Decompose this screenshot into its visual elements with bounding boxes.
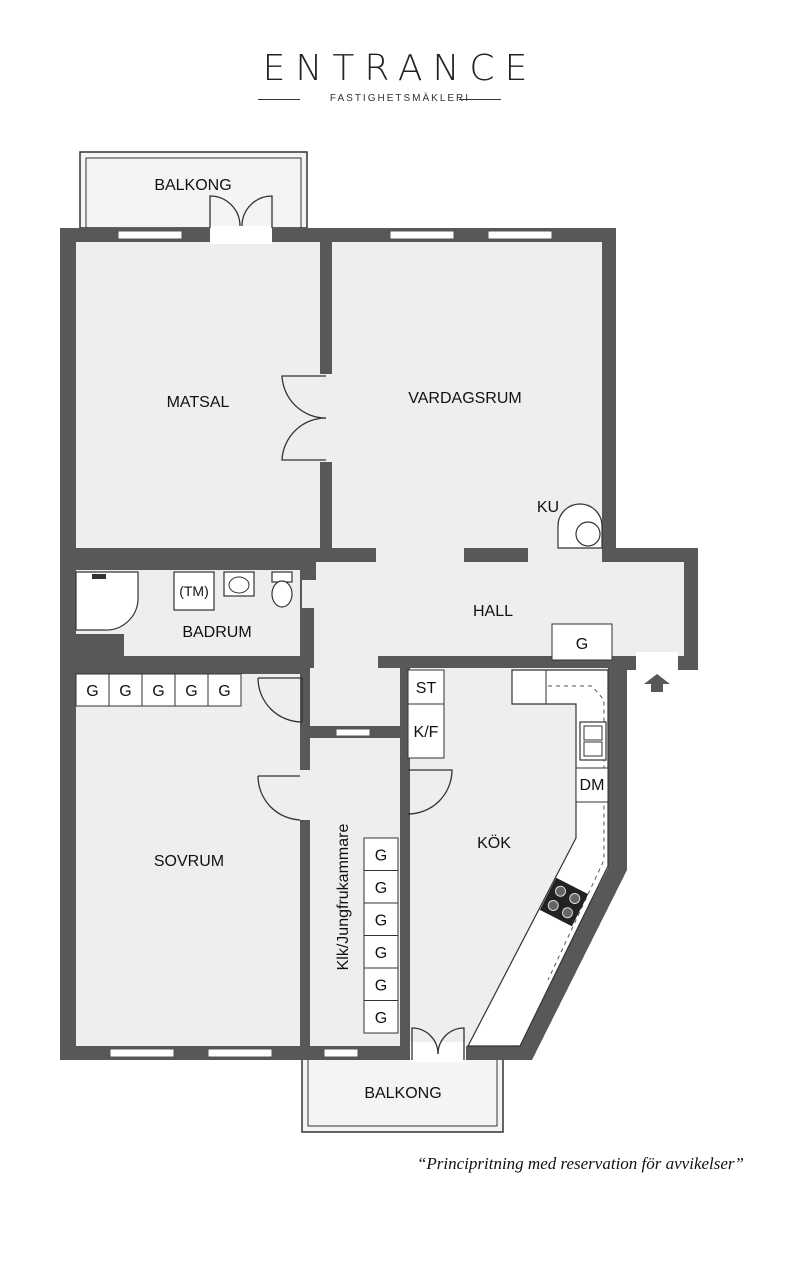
door-opening	[300, 770, 312, 820]
toilet-icon	[271, 571, 293, 608]
window	[323, 1048, 359, 1058]
closet-label: G	[86, 683, 98, 700]
label-badrum: BADRUM	[182, 624, 251, 641]
label-kf: K/F	[414, 724, 439, 741]
shower-icon	[75, 571, 139, 631]
entrance-opening	[636, 652, 678, 672]
label-balkong-bottom: BALKONG	[364, 1085, 441, 1102]
label-matsal: MATSAL	[167, 394, 230, 411]
closet	[363, 967, 399, 1001]
door-swing	[281, 417, 327, 461]
closet-label: G	[218, 683, 230, 700]
label-st: ST	[416, 680, 437, 697]
cabinet-st	[407, 669, 445, 705]
window	[117, 230, 183, 240]
door-swing	[407, 769, 453, 815]
closet	[108, 673, 143, 707]
disclaimer: “Principritning med reservation för avvi…	[416, 1154, 744, 1173]
closet-label: G	[119, 683, 131, 700]
label-kok: KÖK	[477, 834, 511, 852]
closet-label: G	[375, 880, 387, 897]
label-hall: HALL	[473, 603, 513, 620]
door-swing	[411, 1027, 439, 1060]
closet-label: G	[185, 683, 197, 700]
stove-icon	[539, 877, 589, 927]
label-vardagsrum: VARDAGSRUM	[408, 390, 522, 407]
room-sovrum	[76, 674, 300, 1046]
tiled-stove-icon	[557, 503, 603, 549]
closet-label: G	[375, 847, 387, 864]
closet-label: G	[375, 945, 387, 962]
window	[335, 728, 371, 737]
label-closet-hall: G	[576, 636, 588, 653]
closet	[363, 902, 399, 936]
door-swing	[281, 375, 327, 419]
room-matsal	[76, 242, 320, 548]
label-ku: KU	[537, 499, 559, 516]
closet	[363, 837, 399, 871]
window	[109, 1048, 175, 1058]
balcony-door-opening-top	[210, 226, 272, 244]
kitchen-sink-icon	[579, 721, 607, 761]
dishwasher	[575, 767, 609, 803]
closet-label: G	[375, 912, 387, 929]
label-klk: Klk/Jungfrukammare	[335, 824, 352, 971]
label-balkong-top: BALKONG	[154, 177, 231, 194]
fridge-freezer	[407, 703, 445, 759]
logo-divider-left	[258, 99, 300, 100]
brand-tagline: FASTIGHETSMÄKLERI	[329, 93, 471, 104]
closet-label: G	[152, 683, 164, 700]
logo-divider-right	[459, 99, 501, 100]
kitchen-counter	[467, 669, 609, 1047]
door-swing	[257, 677, 303, 723]
balcony-top	[79, 151, 308, 229]
label-dm: DM	[580, 777, 605, 794]
door-swing	[241, 195, 273, 228]
washing-machine	[173, 571, 215, 611]
wall-cabinet-outline	[547, 685, 605, 981]
closet	[174, 673, 209, 707]
window	[389, 230, 455, 240]
sink-icon	[223, 571, 255, 597]
window	[487, 230, 553, 240]
closet	[207, 673, 242, 707]
brand-logo: ENTRANCE	[262, 48, 538, 89]
hall-passage	[310, 668, 400, 726]
entrance-arrow-icon	[644, 674, 670, 692]
label-tm: (TM)	[179, 583, 209, 599]
closet-label: G	[375, 977, 387, 994]
label-sovrum: SOVRUM	[154, 853, 224, 870]
closet	[363, 870, 399, 904]
door-swing	[437, 1027, 465, 1060]
closet-hall	[551, 623, 613, 661]
closet-label: G	[375, 1010, 387, 1027]
closet	[363, 1000, 399, 1034]
door-swing	[209, 195, 241, 228]
window	[207, 1048, 273, 1058]
room-vardagsrum	[332, 242, 602, 548]
